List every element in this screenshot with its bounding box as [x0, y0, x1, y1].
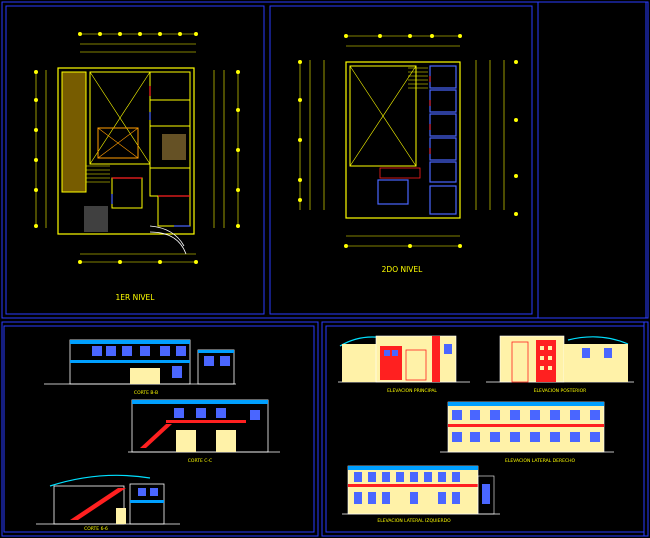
section-cc-title: CORTE C-C	[188, 458, 212, 464]
section-66: CORTE 6-6	[36, 474, 180, 532]
elevation-lateral-derecho-title: ELEVACION LATERAL DERECHO	[505, 458, 575, 464]
floor-plan-1-title: 1ER NIVEL	[116, 293, 156, 302]
elevation-lateral-derecho: ELEVACION LATERAL DERECHO	[440, 401, 614, 464]
elevation-lateral-izquierdo: ELEVACION LATERAL IZQUIERDO	[342, 465, 500, 524]
section-bb-title: CORTE B-B	[134, 390, 158, 396]
floor-plan-2-title: 2DO NIVEL	[382, 265, 424, 274]
elevation-principal-title: ELEVACION PRINCIPAL	[387, 388, 437, 394]
section-bb: CORTE B-B	[44, 339, 236, 396]
elevations-panel: ELEVACION PRINCIPAL ELEVACION POSTERIOR	[338, 335, 634, 524]
elevation-principal: ELEVACION PRINCIPAL	[338, 335, 470, 394]
floor-plan-2: 2DO NIVEL	[298, 34, 518, 274]
elevation-lateral-izquierdo-title: ELEVACION LATERAL IZQUIERDO	[377, 518, 451, 524]
elevation-posterior: ELEVACION POSTERIOR	[486, 335, 634, 394]
sections-panel: CORTE B-B CORTE C-C CORTE 6-6	[36, 339, 280, 532]
floor-plan-1: 1ER NIVEL	[34, 32, 240, 302]
section-66-title: CORTE 6-6	[84, 526, 108, 532]
section-cc: CORTE C-C	[128, 399, 280, 464]
elevation-posterior-title: ELEVACION POSTERIOR	[534, 388, 587, 394]
